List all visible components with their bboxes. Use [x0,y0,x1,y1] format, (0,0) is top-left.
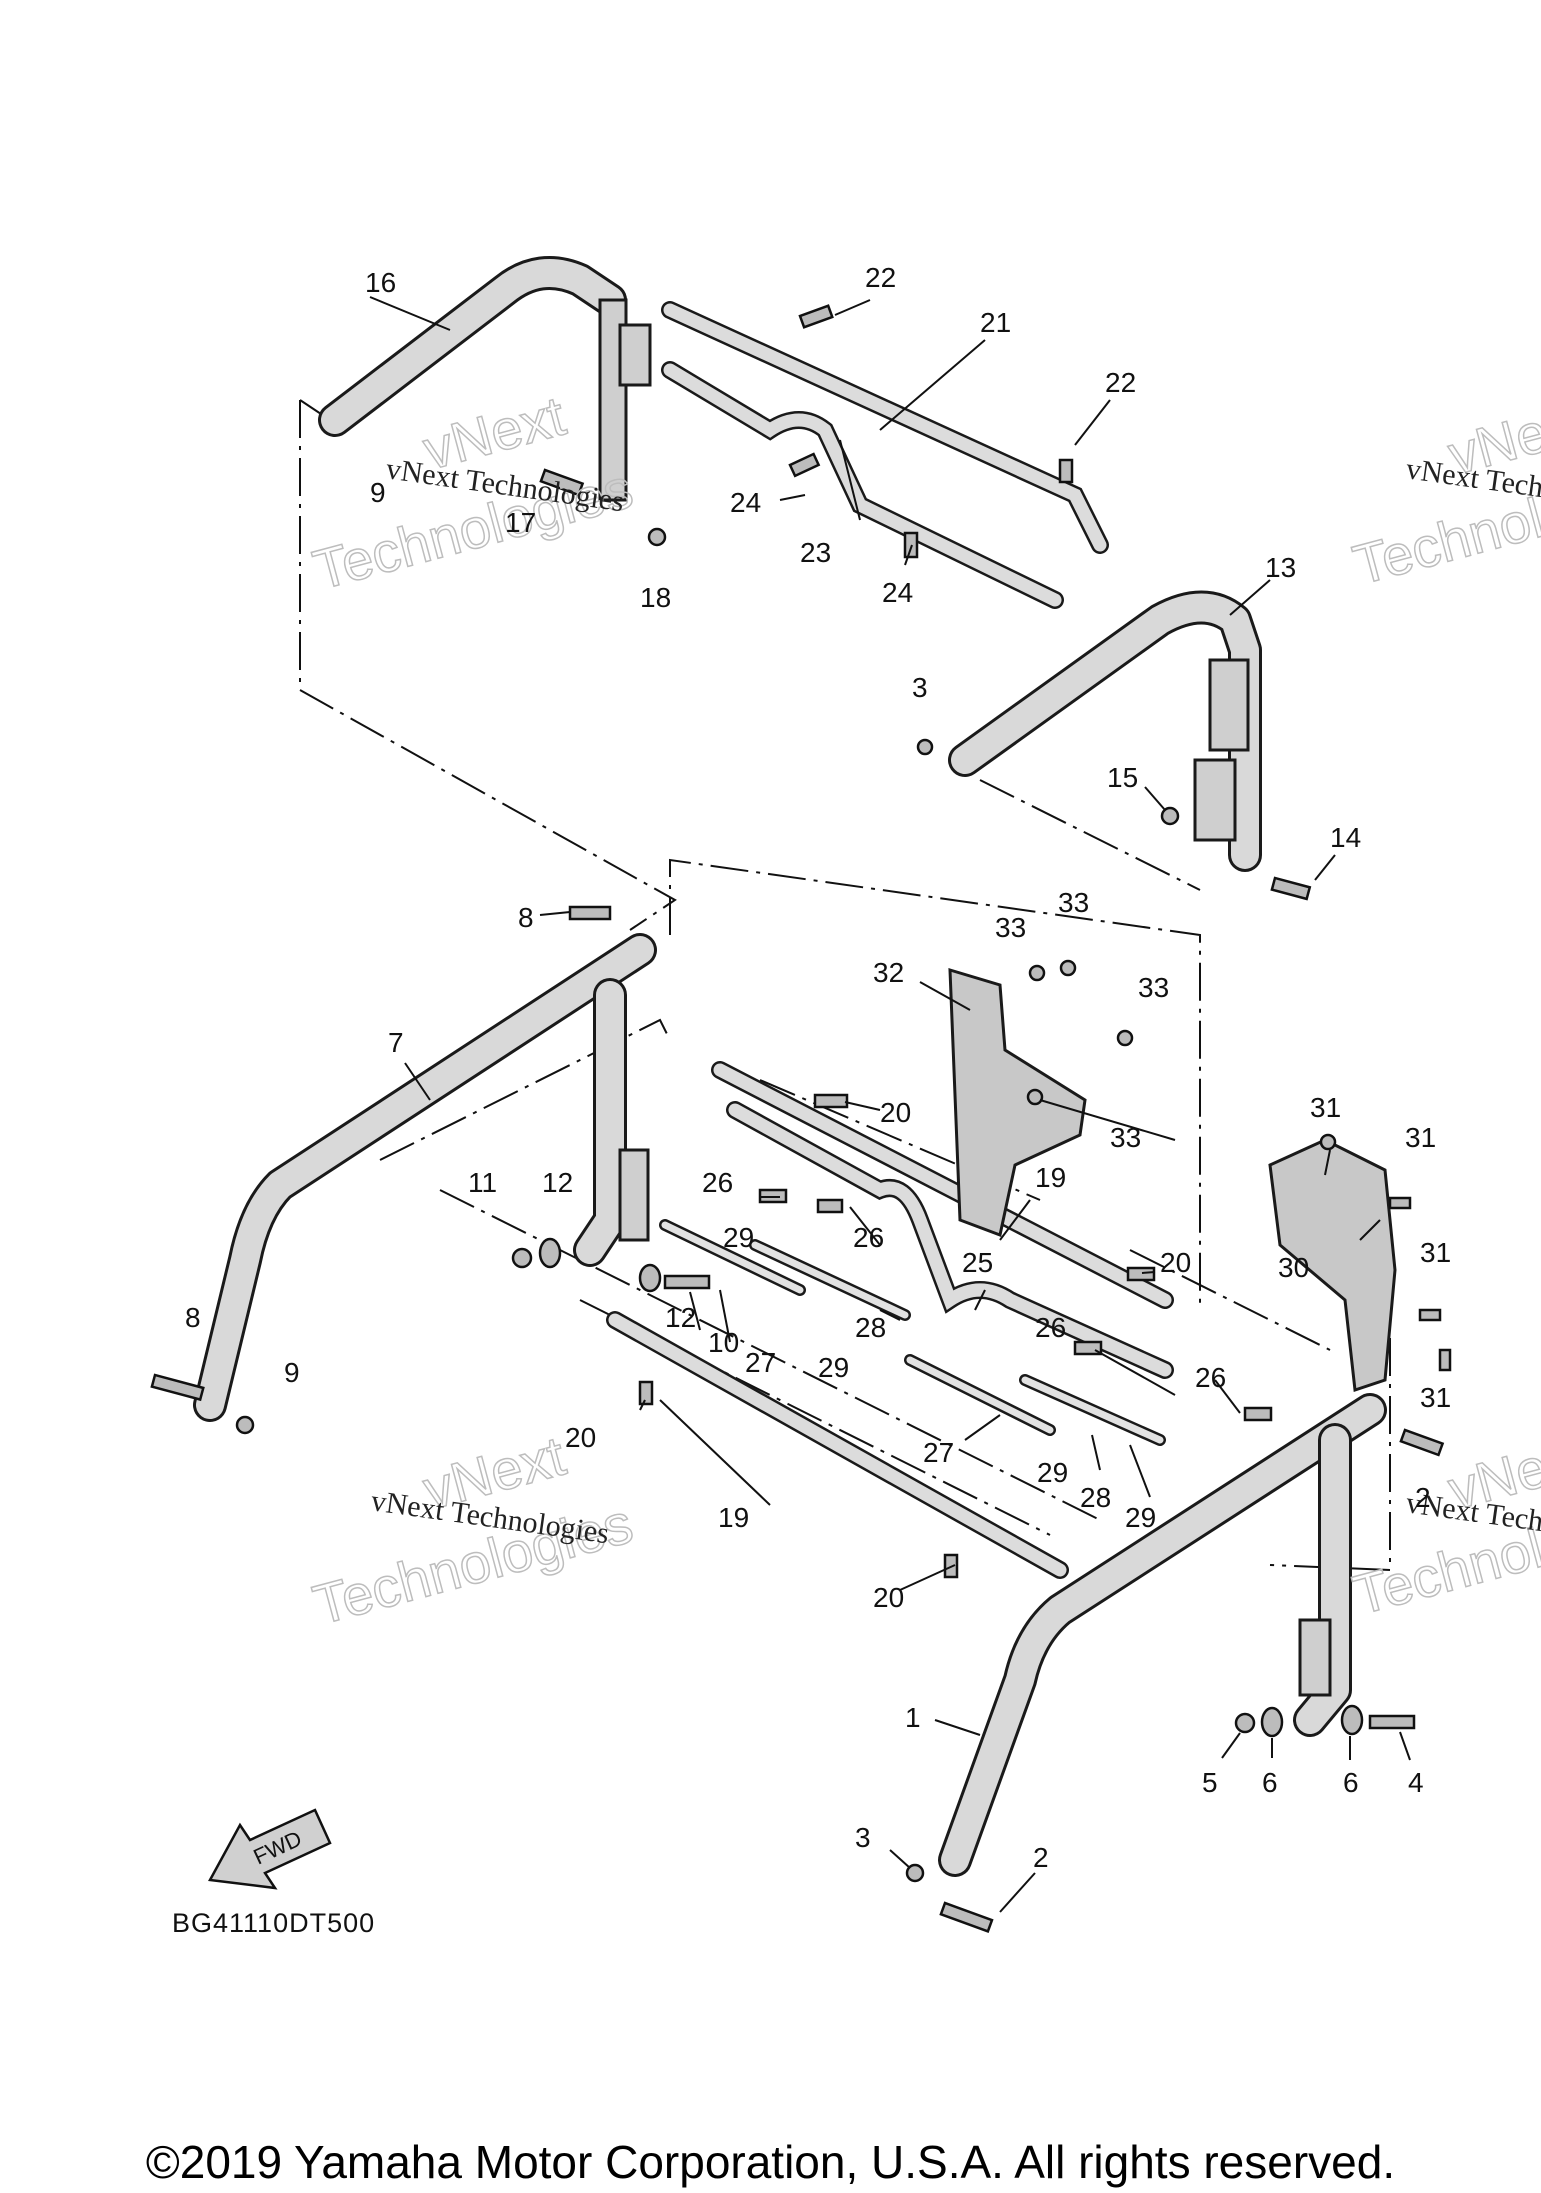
part-1-right-side-frame [938,1393,1387,1877]
callout-label: 2 [1033,1842,1049,1873]
callout-label: 19 [1035,1162,1066,1193]
callout-label: 12 [542,1167,573,1198]
callout-label: 6 [1262,1767,1278,1798]
callout-label: 29 [1037,1457,1068,1488]
leader-lines [369,296,1411,1913]
callout-label: 5 [1202,1767,1218,1798]
callout-label: 14 [1330,822,1361,853]
callout-label: 17 [505,507,536,538]
part-19-cross-bars [606,1061,1174,1579]
callout-label: 20 [565,1422,596,1453]
part-30-panel [1268,1138,1397,1393]
callout-label: 13 [1265,552,1296,583]
callout-label: 26 [853,1222,884,1253]
callout-label: 26 [1195,1362,1226,1393]
callout-label: 31 [1405,1122,1436,1153]
part-16-upper-hoop [318,255,652,502]
callout-label: 1 [905,1702,921,1733]
callout-label: 26 [702,1167,733,1198]
callout-label: 12 [665,1302,696,1333]
callout-label: 6 [1343,1767,1359,1798]
callout-numbers: 16 22 21 22 9 17 18 24 23 24 13 3 15 14 … [185,262,1451,1873]
part-21-cross-bar [661,301,1109,554]
callout-label: 7 [388,1027,404,1058]
callout-label: 33 [1110,1122,1141,1153]
callout-label: 29 [818,1352,849,1383]
part-13-front-hoop [948,590,1262,872]
callout-label: 4 [1408,1767,1424,1798]
diagram-code: BG41110DT500 [172,1908,375,1938]
part-23-bent-bar [661,361,1064,609]
callout-label: 18 [640,582,671,613]
part-27-28-slats [659,1219,1166,1446]
callout-label: 22 [865,262,896,293]
callout-label: 33 [995,912,1026,943]
callout-label: 31 [1420,1237,1451,1268]
callout-label: 31 [1310,1092,1341,1123]
callout-label: 10 [708,1327,739,1358]
callout-label: 29 [723,1222,754,1253]
callout-label: 24 [882,577,913,608]
callout-label: 24 [730,487,761,518]
callout-label: 22 [1105,367,1136,398]
callout-label: 31 [1420,1382,1451,1413]
callout-label: 3 [912,672,928,703]
part-25-bent-bar [726,1101,1174,1379]
fwd-arrow-icon: FWD [208,1808,332,1890]
callout-label: 16 [365,267,396,298]
copyright-notice: ©2019 Yamaha Motor Corporation, U.S.A. A… [145,2136,1396,2188]
callout-label: 28 [1080,1482,1111,1513]
callout-label: 19 [718,1502,749,1533]
callout-label: 8 [518,902,534,933]
fasteners [150,304,1452,1933]
callout-label: 8 [185,1302,201,1333]
callout-label: 28 [855,1312,886,1343]
callout-label: 23 [800,537,831,568]
callout-label: 25 [962,1247,993,1278]
callout-label: 29 [1125,1502,1156,1533]
callout-label: 27 [745,1347,776,1378]
callout-label: 20 [1160,1247,1191,1278]
callout-label: 21 [980,307,1011,338]
callout-label: 20 [880,1097,911,1128]
callout-label: 9 [284,1357,300,1388]
callout-label: 3 [855,1822,871,1853]
callout-label: 9 [370,477,386,508]
callout-label: 32 [873,957,904,988]
callout-label: 11 [468,1167,497,1198]
callout-label: 2 [1415,1482,1431,1513]
callout-label: 20 [873,1582,904,1613]
callout-label: 33 [1138,972,1169,1003]
callout-label: 30 [1278,1252,1309,1283]
callout-label: 33 [1058,887,1089,918]
callout-label: 27 [923,1437,954,1468]
part-7-left-side-frame [193,933,657,1422]
callout-label: 15 [1107,762,1138,793]
part-32-panel [948,967,1087,1238]
callout-label: 26 [1035,1312,1066,1343]
